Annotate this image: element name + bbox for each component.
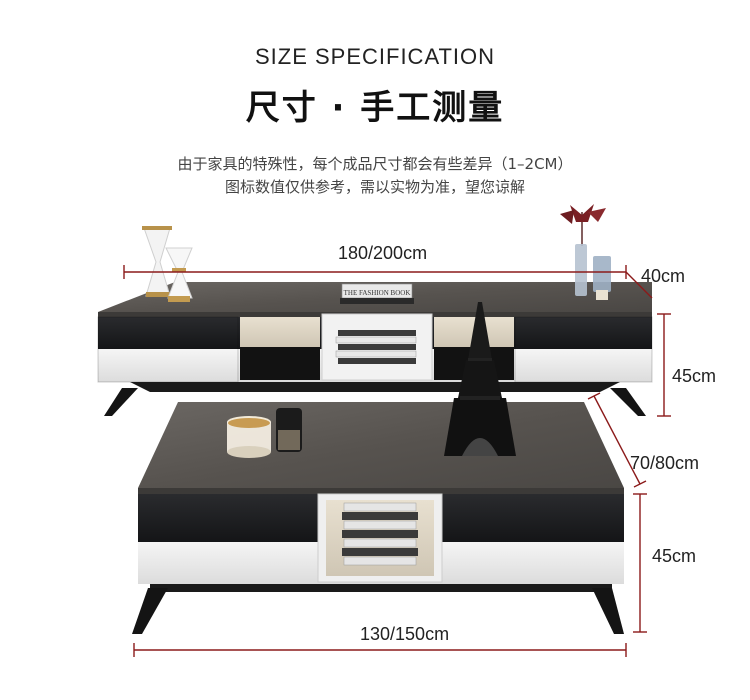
table-width-label: 130/150cm — [360, 624, 450, 644]
fashion-book-title: THE FASHION BOOK — [344, 289, 411, 297]
tv-stand-leg-right — [610, 388, 646, 416]
dimension-lines — [123, 265, 671, 657]
tv-stand-book-stack — [335, 330, 417, 364]
coffee-table-leg-left — [132, 588, 168, 634]
tv-depth-line — [625, 271, 653, 299]
coffee-table — [132, 402, 624, 634]
table-height-label: 45cm — [652, 546, 697, 566]
fashion-book: THE FASHION BOOK — [340, 283, 414, 304]
eiffel-tower-figurine — [444, 302, 516, 456]
title-chinese: 尺寸 · 手工测量 — [245, 88, 505, 128]
tv-depth-label: 40cm — [641, 266, 686, 286]
candle-jars — [227, 408, 302, 458]
tv-stand-base — [130, 382, 620, 392]
tv-stand: THE FASHION BOOK — [97, 282, 653, 416]
tv-width-label: 180/200cm — [338, 243, 428, 263]
tv-stand-leg-left — [104, 388, 138, 416]
tv-height-label: 45cm — [672, 366, 717, 386]
coffee-table-leg-right — [592, 588, 624, 634]
hourglass-vases — [142, 226, 193, 302]
disclaimer-line-2: 图标数值仅供参考，需以实物为准，望您谅解 — [224, 178, 525, 196]
coffee-table-base — [150, 584, 612, 592]
flower-vases — [560, 204, 611, 300]
coffee-table-top-edge — [138, 488, 624, 494]
table-depth-label: 70/80cm — [630, 453, 700, 473]
tv-stand-shelf-left-low — [240, 347, 320, 380]
disclaimer-line-1: 由于家具的特殊性，每个成品尺寸都会有些差异（1–2CM） — [177, 155, 573, 173]
coffee-table-top — [138, 402, 624, 488]
tv-stand-shelf-left — [240, 317, 320, 347]
table-depth-line — [593, 395, 641, 485]
coffee-table-book-stack — [342, 502, 418, 566]
title-english: SIZE SPECIFICATION — [254, 44, 496, 69]
